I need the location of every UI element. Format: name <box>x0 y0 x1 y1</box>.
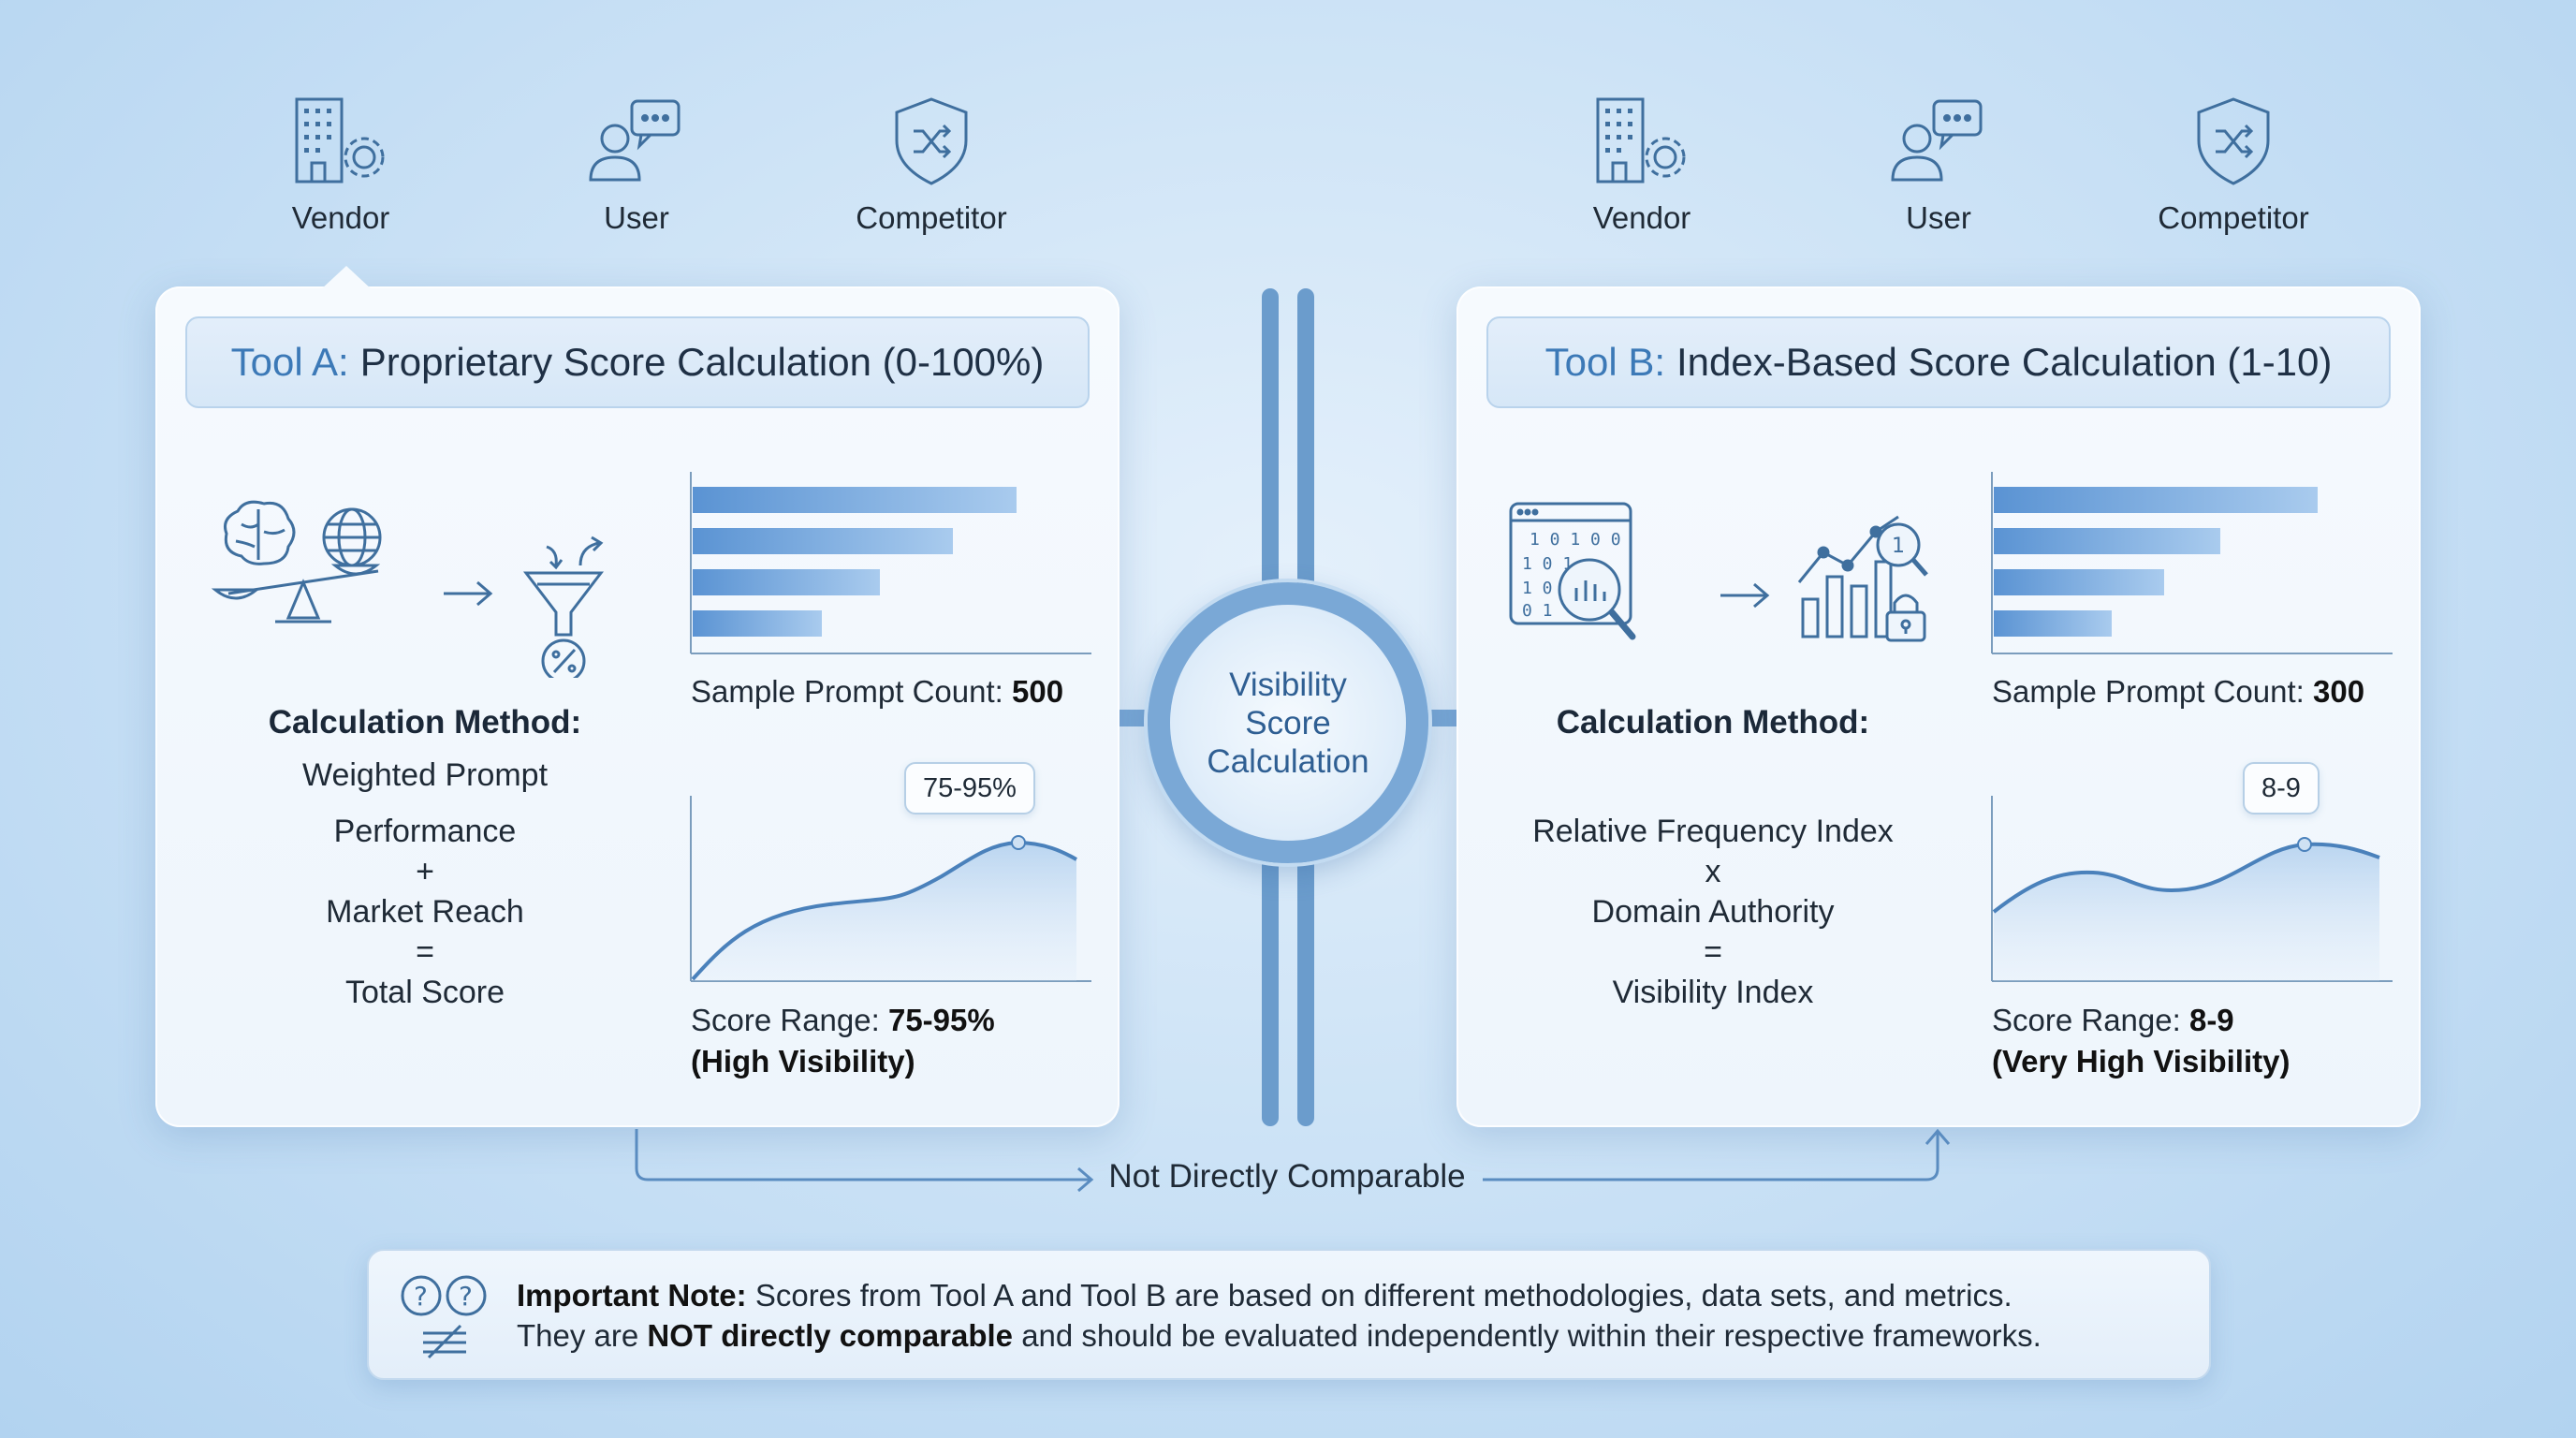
tool-a-bar-graphic <box>690 472 1091 654</box>
tool-a-method-line: Total Score <box>344 975 505 1010</box>
tool-b-method-line: Relative Frequency Index <box>1532 814 1894 849</box>
tool-a-range-badge: 75-95% <box>904 762 1035 814</box>
note-line2-bold: NOT directly comparable <box>647 1318 1014 1353</box>
persona-competitor-right: Competitor <box>2112 94 2355 236</box>
tool-a-score-range: Score Range: 75-95% (High Visibility) <box>691 1000 995 1082</box>
note-prefix: Important Note: <box>517 1278 747 1313</box>
funnel-percent-icon <box>522 536 605 678</box>
tool-b-method-line: x <box>1705 854 1721 889</box>
bar <box>1994 569 2164 595</box>
range-note: (High Visibility) <box>691 1044 915 1078</box>
persona-label: Vendor <box>291 200 390 235</box>
svg-text:?: ? <box>459 1281 473 1312</box>
tool-a-tag: Tool A: <box>230 340 349 384</box>
tool-a-title-box: Tool A: Proprietary Score Calculation (0… <box>185 316 1090 408</box>
arrow-right-icon <box>444 580 493 607</box>
svg-text:?: ? <box>414 1281 428 1312</box>
bar <box>1994 610 2112 637</box>
tool-a-card: Tool A: Proprietary Score Calculation (0… <box>155 266 1120 1127</box>
persona-label: Competitor <box>2158 200 2309 235</box>
tool-a-method-line: Performance <box>333 814 517 849</box>
shield-shuffle-icon <box>895 97 968 185</box>
bar <box>1994 528 2220 554</box>
sample-value: 500 <box>1012 674 1064 709</box>
bar <box>693 528 953 554</box>
tool-a-method-icons <box>211 500 605 678</box>
tool-a-method-heading: Calculation Method: <box>268 704 582 741</box>
persona-label: User <box>1906 200 1971 235</box>
svg-text:1 0: 1 0 <box>1522 579 1553 598</box>
note-line2-start: They are <box>517 1318 648 1353</box>
tool-a-method-line: Weighted Prompt <box>301 757 549 793</box>
tool-b-curve-graphic <box>1991 796 2393 982</box>
tool-b-method-line: Domain Authority <box>1591 894 1835 930</box>
bar <box>693 569 880 595</box>
tool-b-card: Tool B: Index-Based Score Calculation (1… <box>1456 286 2421 1127</box>
tool-b-title-box: Tool B: Index-Based Score Calculation (1… <box>1486 316 2391 408</box>
persona-vendor-right: Vendor <box>1520 94 1764 236</box>
persona-user-left: User <box>515 94 758 236</box>
tool-b-sample-count: Sample Prompt Count: 300 <box>1992 674 2364 710</box>
bar <box>693 487 1017 513</box>
tool-a-title: Proprietary Score Calculation (0-100%) <box>359 340 1045 384</box>
question-mark-icon: ? ? <box>401 1275 487 1359</box>
important-note: ? ? Important Note: Scores from Tool A a… <box>367 1249 2211 1380</box>
tool-a-method-line: Market Reach <box>326 894 524 930</box>
note-line2-rest: and should be evaluated independently wi… <box>1013 1318 2042 1353</box>
user-chat-icon <box>589 99 681 182</box>
note-line1: Scores from Tool A and Tool B are based … <box>746 1278 2012 1313</box>
persona-user-right: User <box>1817 94 2060 236</box>
sample-value: 300 <box>2313 674 2365 709</box>
range-label: Score Range: <box>1992 1003 2189 1037</box>
svg-text:1: 1 <box>1892 535 1905 558</box>
building-gear-icon <box>295 97 385 183</box>
range-note: (Very High Visibility) <box>1992 1044 2291 1078</box>
not-comparable-label: Not Directly Comparable <box>1108 1158 1466 1195</box>
comparison-connector <box>635 1128 1951 1193</box>
sample-label: Sample Prompt Count: <box>1992 674 2313 709</box>
svg-text:0 1: 0 1 <box>1522 601 1553 621</box>
tool-b-method-icons: 1 0 1 0 0 1 0 1 1 0 0 1 1 <box>1509 502 1928 642</box>
bar <box>1994 487 2318 513</box>
persona-competitor-left: Competitor <box>810 94 1053 236</box>
note-text: Important Note: Scores from Tool A and T… <box>517 1275 2042 1356</box>
shield-shuffle-icon <box>2197 97 2270 185</box>
tool-b-score-range: Score Range: 8-9 (Very High Visibility) <box>1992 1000 2290 1082</box>
persona-vendor-left: Vendor <box>219 94 462 236</box>
tool-a-method-line: + <box>416 854 434 889</box>
tool-b-bar-graphic <box>1991 472 2393 654</box>
tool-a-curve-graphic <box>690 796 1091 982</box>
tool-a-sample-count: Sample Prompt Count: 500 <box>691 674 1063 710</box>
data-magnifier-icon: 1 0 1 0 0 1 0 1 1 0 0 1 <box>1509 502 1636 640</box>
tool-b-title: Index-Based Score Calculation (1-10) <box>1676 340 2333 384</box>
tool-a-method-line: = <box>416 934 434 970</box>
sample-label: Sample Prompt Count: <box>691 674 1012 709</box>
brain-globe-scale-icon <box>211 500 382 624</box>
svg-text:1 0 1 0 0: 1 0 1 0 0 <box>1530 530 1621 550</box>
tool-b-method-heading: Calculation Method: <box>1556 704 1870 741</box>
arrow-right-icon <box>1720 582 1770 609</box>
hub-label: Visibility Score Calculation <box>1207 666 1369 780</box>
range-value: 75-95% <box>887 1003 995 1037</box>
range-label: Score Range: <box>691 1003 888 1037</box>
persona-label: Competitor <box>856 200 1007 235</box>
bar <box>693 610 822 637</box>
bar-chart-lock-icon: 1 <box>1797 515 1928 642</box>
persona-label: Vendor <box>1592 200 1691 235</box>
card-pointer <box>320 266 373 290</box>
visibility-score-hub: Visibility Score Calculation <box>1148 582 1428 863</box>
tool-b-method-line: Visibility Index <box>1612 975 1814 1010</box>
tool-b-range-badge: 8-9 <box>2243 762 2320 814</box>
range-value: 8-9 <box>2188 1003 2234 1037</box>
tool-b-tag: Tool B: <box>1544 340 1666 384</box>
svg-text:1 0 1: 1 0 1 <box>1522 554 1573 574</box>
building-gear-icon <box>1596 97 1686 183</box>
user-chat-icon <box>1891 99 1983 182</box>
tool-b-method-line: = <box>1704 934 1722 970</box>
persona-label: User <box>604 200 669 235</box>
